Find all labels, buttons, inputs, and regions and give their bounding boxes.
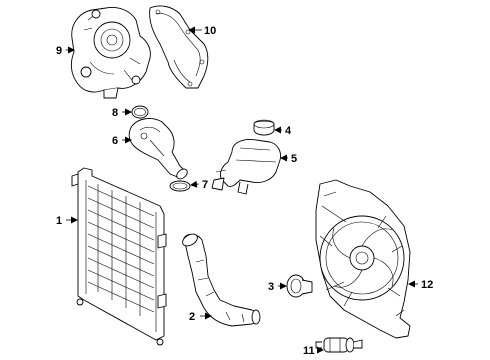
- callout-5: 5: [280, 153, 297, 165]
- callout-12: 12: [408, 279, 433, 291]
- callout-11: 11: [303, 345, 324, 357]
- fan-shroud-part: [315, 179, 411, 339]
- callout-label-7: 7: [202, 179, 208, 191]
- callout-label-12: 12: [421, 279, 433, 291]
- callout-3: 3: [268, 281, 287, 293]
- reservoir-cap-part: [253, 119, 275, 136]
- callout-label-11: 11: [303, 345, 315, 357]
- callout-6: 6: [112, 135, 132, 147]
- auxiliary-pump-part: [315, 337, 363, 353]
- callout-label-9: 9: [56, 45, 62, 57]
- callout-label-4: 4: [285, 125, 292, 137]
- water-pump-part: [70, 7, 151, 99]
- callout-label-5: 5: [291, 153, 297, 165]
- callout-label-3: 3: [268, 281, 274, 293]
- callout-2: 2: [189, 311, 212, 323]
- callout-9: 9: [56, 45, 75, 57]
- callout-label-2: 2: [189, 311, 195, 323]
- callout-label-8: 8: [112, 107, 118, 119]
- callout-10: 10: [188, 25, 216, 37]
- o-ring-part: [131, 105, 149, 119]
- pump-cover-part: [149, 5, 209, 89]
- callout-label-6: 6: [112, 135, 118, 147]
- callout-8: 8: [112, 107, 132, 119]
- coolant-reservoir-part: [211, 139, 281, 195]
- callout-7: 7: [190, 179, 208, 191]
- callout-4: 4: [274, 125, 292, 137]
- thermostat-part: [286, 274, 313, 298]
- callout-label-10: 10: [204, 25, 216, 37]
- radiator-part: [71, 167, 167, 346]
- callout-label-1: 1: [56, 215, 62, 227]
- callout-1: 1: [56, 215, 78, 227]
- pipe-seal-ring-part: [169, 180, 191, 192]
- thermostat-housing-pipe-part: [128, 118, 188, 180]
